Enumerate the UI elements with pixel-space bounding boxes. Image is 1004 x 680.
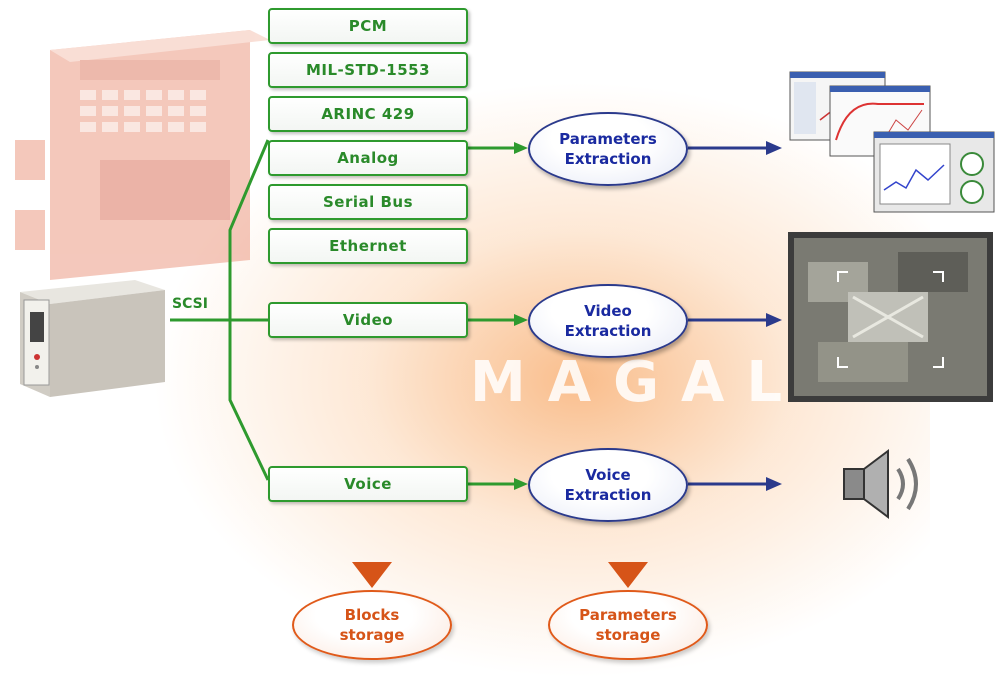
- parameters-extraction-line2: Extraction: [564, 150, 652, 168]
- video-frame-image: [788, 232, 993, 402]
- recorder-device-icon: [15, 30, 270, 280]
- video-extraction-node: Video Extraction: [528, 284, 688, 358]
- voice-extraction-line2: Extraction: [564, 486, 652, 504]
- watermark-text: MAGAL: [470, 350, 805, 415]
- input-voice: Voice: [268, 466, 468, 502]
- speaker-icon: [843, 449, 918, 519]
- blocks-storage-node: Blocks storage: [292, 590, 452, 660]
- video-extraction-line1: Video: [584, 302, 632, 320]
- input-ethernet: Ethernet: [268, 228, 468, 264]
- parameters-extraction-node: Parameters Extraction: [528, 112, 688, 186]
- input-video: Video: [268, 302, 468, 338]
- input-analog: Analog: [268, 140, 468, 176]
- parameters-storage-node: Parameters storage: [548, 590, 708, 660]
- input-mil-std-1553: MIL-STD-1553: [268, 52, 468, 88]
- parameters-storage-line2: storage: [595, 626, 661, 644]
- video-extraction-line2: Extraction: [564, 322, 652, 340]
- parameters-extraction-line1: Parameters: [559, 130, 657, 148]
- input-pcm: PCM: [268, 8, 468, 44]
- software-windows-image: [789, 71, 995, 213]
- scsi-label: SCSI: [172, 296, 208, 312]
- voice-extraction-line1: Voice: [585, 466, 631, 484]
- blocks-storage-line2: storage: [339, 626, 405, 644]
- input-serial-bus: Serial Bus: [268, 184, 468, 220]
- input-arinc-429: ARINC 429: [268, 96, 468, 132]
- tape-drive-icon: [20, 280, 165, 397]
- voice-extraction-node: Voice Extraction: [528, 448, 688, 522]
- parameters-storage-line1: Parameters: [579, 606, 677, 624]
- blocks-storage-line1: Blocks: [344, 606, 400, 624]
